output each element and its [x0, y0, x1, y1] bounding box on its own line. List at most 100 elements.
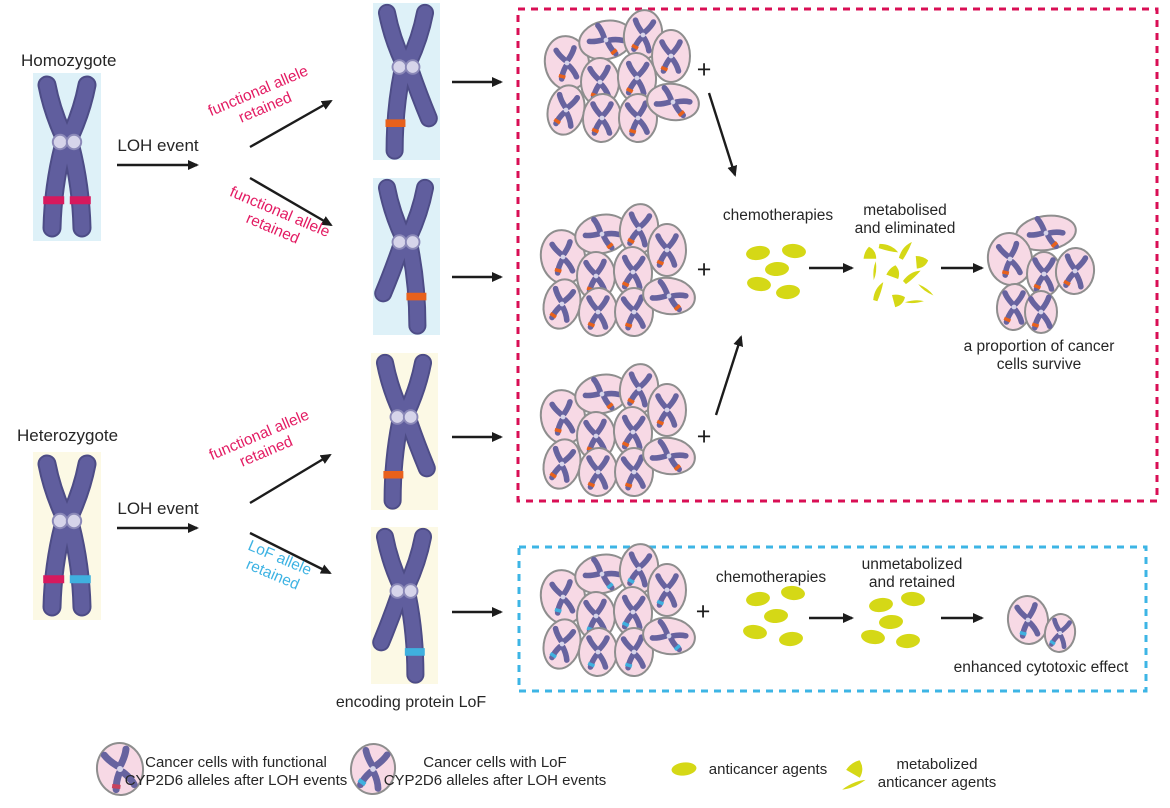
cancer-cell [647, 223, 687, 277]
anticancer-agent [747, 276, 771, 292]
legend-functional-cells-label: Cancer cells with functional CYP2D6 alle… [124, 754, 348, 789]
lof-outcome-box [517, 545, 1148, 693]
metabolised-agent-fragment [904, 300, 924, 304]
metabolised-agent-fragment [918, 284, 934, 296]
chemotherapies-agents-2 [743, 585, 805, 647]
anticancer-agent [861, 629, 885, 645]
legend-anticancer-agents-label: anticancer agents [708, 761, 828, 778]
functional-outcome-box [516, 7, 1159, 503]
metabolised-agent-fragment [891, 294, 905, 308]
plus-sign-4: + [695, 597, 711, 626]
cancer-cell [349, 743, 397, 795]
cancer-cell [1043, 613, 1077, 653]
anticancer-agent [781, 585, 805, 601]
cancer-cell [1054, 247, 1096, 295]
metabolized-agent-icon-2 [842, 779, 866, 790]
metabolised-agent-fragment [873, 282, 884, 302]
branch-arrow-2 [249, 176, 333, 227]
enhanced-cytotoxic-label: enhanced cytotoxic effect [953, 659, 1129, 676]
cancer-cell [542, 278, 582, 330]
cancer-cell [642, 276, 696, 316]
cancer-cell [546, 84, 586, 136]
cancer-cell [647, 563, 687, 617]
loh-event-label-1: LOH event [117, 136, 199, 155]
cancer-cell [539, 229, 587, 285]
cancer-cell [543, 35, 591, 91]
cancer-cell [651, 29, 691, 83]
anticancer-agent [782, 243, 806, 259]
cancer-cell [539, 569, 587, 625]
anticancer-agent [869, 597, 893, 613]
metabolised-agent-fragment [873, 261, 877, 281]
cancer-cell [581, 93, 623, 143]
heterozygote-label: Heterozygote [17, 426, 119, 445]
retained-chromosome-4 [372, 527, 433, 684]
anticancer-agent [901, 591, 925, 607]
anticancer-agent [764, 608, 788, 624]
plus-sign-3: + [696, 422, 712, 451]
loh-event-label-2: LOH event [117, 499, 199, 518]
anticancer-agent [879, 614, 903, 630]
metabolised-agents [863, 242, 934, 308]
branch-arrow-4 [249, 531, 332, 575]
anticancer-agent [746, 591, 770, 607]
legend-metabolized-agents-label: metabolized anticancer agents [877, 756, 997, 791]
lof-surviving-cell-pair [1006, 595, 1077, 653]
unmetabolized-agents [861, 591, 925, 649]
metabolised-agent-fragment [886, 265, 900, 279]
chemotherapies-label-1: chemotherapies [722, 207, 834, 224]
metabolised-eliminated-label: metabolised and eliminated [854, 202, 956, 237]
functional-cell-cluster-1 [543, 9, 700, 143]
anticancer-agent-icon [671, 762, 697, 776]
plus-sign-2: + [696, 255, 712, 284]
cancer-cell [1015, 214, 1077, 252]
cancer-cell [577, 627, 619, 677]
functional-cell-cluster-3 [539, 363, 696, 497]
metabolised-agent-fragment [878, 243, 899, 253]
legend-icons [95, 742, 866, 796]
retained-chromosome-3 [375, 353, 436, 510]
cancer-cell [574, 373, 630, 415]
cancer-cell [612, 406, 654, 458]
cancer-cell [616, 52, 658, 104]
encoding-protein-lof-label: encoding protein LoF [335, 694, 487, 711]
branch-arrow-1 [249, 99, 333, 149]
chemotherapies-agents-1 [746, 243, 806, 300]
cancer-cell [542, 618, 582, 670]
cancer-cell [642, 436, 696, 476]
cancer-cell [574, 553, 630, 595]
cancer-cell [647, 383, 687, 437]
metabolised-agent-fragment [902, 270, 921, 285]
cancer-cell [95, 742, 145, 796]
cancer-cell [1024, 290, 1058, 334]
functional-cell-cluster-2 [539, 203, 696, 337]
cancer-cell [542, 438, 582, 490]
cancer-cell [986, 232, 1034, 286]
anticancer-agent [743, 624, 767, 640]
cancer-cell [577, 287, 619, 337]
surviving-cell-cluster [986, 214, 1096, 334]
metabolized-agent-icon-1 [846, 760, 863, 778]
cancer-cell [578, 19, 634, 61]
chemotherapies-label-2: chemotherapies [715, 569, 827, 586]
cancer-cell [612, 586, 654, 638]
anticancer-agent [765, 261, 789, 277]
cancer-cell [642, 616, 696, 656]
anticancer-agent [896, 633, 920, 649]
anticancer-agent [779, 631, 803, 647]
retained-chromosome-2 [374, 178, 435, 335]
anticancer-agent [746, 245, 770, 261]
plus-to-chemo-arrow-1 [707, 92, 738, 177]
metabolised-agent-fragment [898, 242, 912, 260]
cancer-cell [574, 213, 630, 255]
heterozygote-chromosome [37, 454, 97, 617]
legend-lof-cells-label: Cancer cells with LoF CYP2D6 alleles aft… [383, 754, 607, 789]
metabolised-agent-fragment [863, 246, 877, 259]
plus-to-chemo-arrow-2 [714, 335, 744, 416]
lof-cell-cluster [539, 543, 696, 677]
cancer-cell [1006, 595, 1050, 645]
cancer-cell [612, 246, 654, 298]
retained-chromosome-1 [377, 3, 438, 160]
